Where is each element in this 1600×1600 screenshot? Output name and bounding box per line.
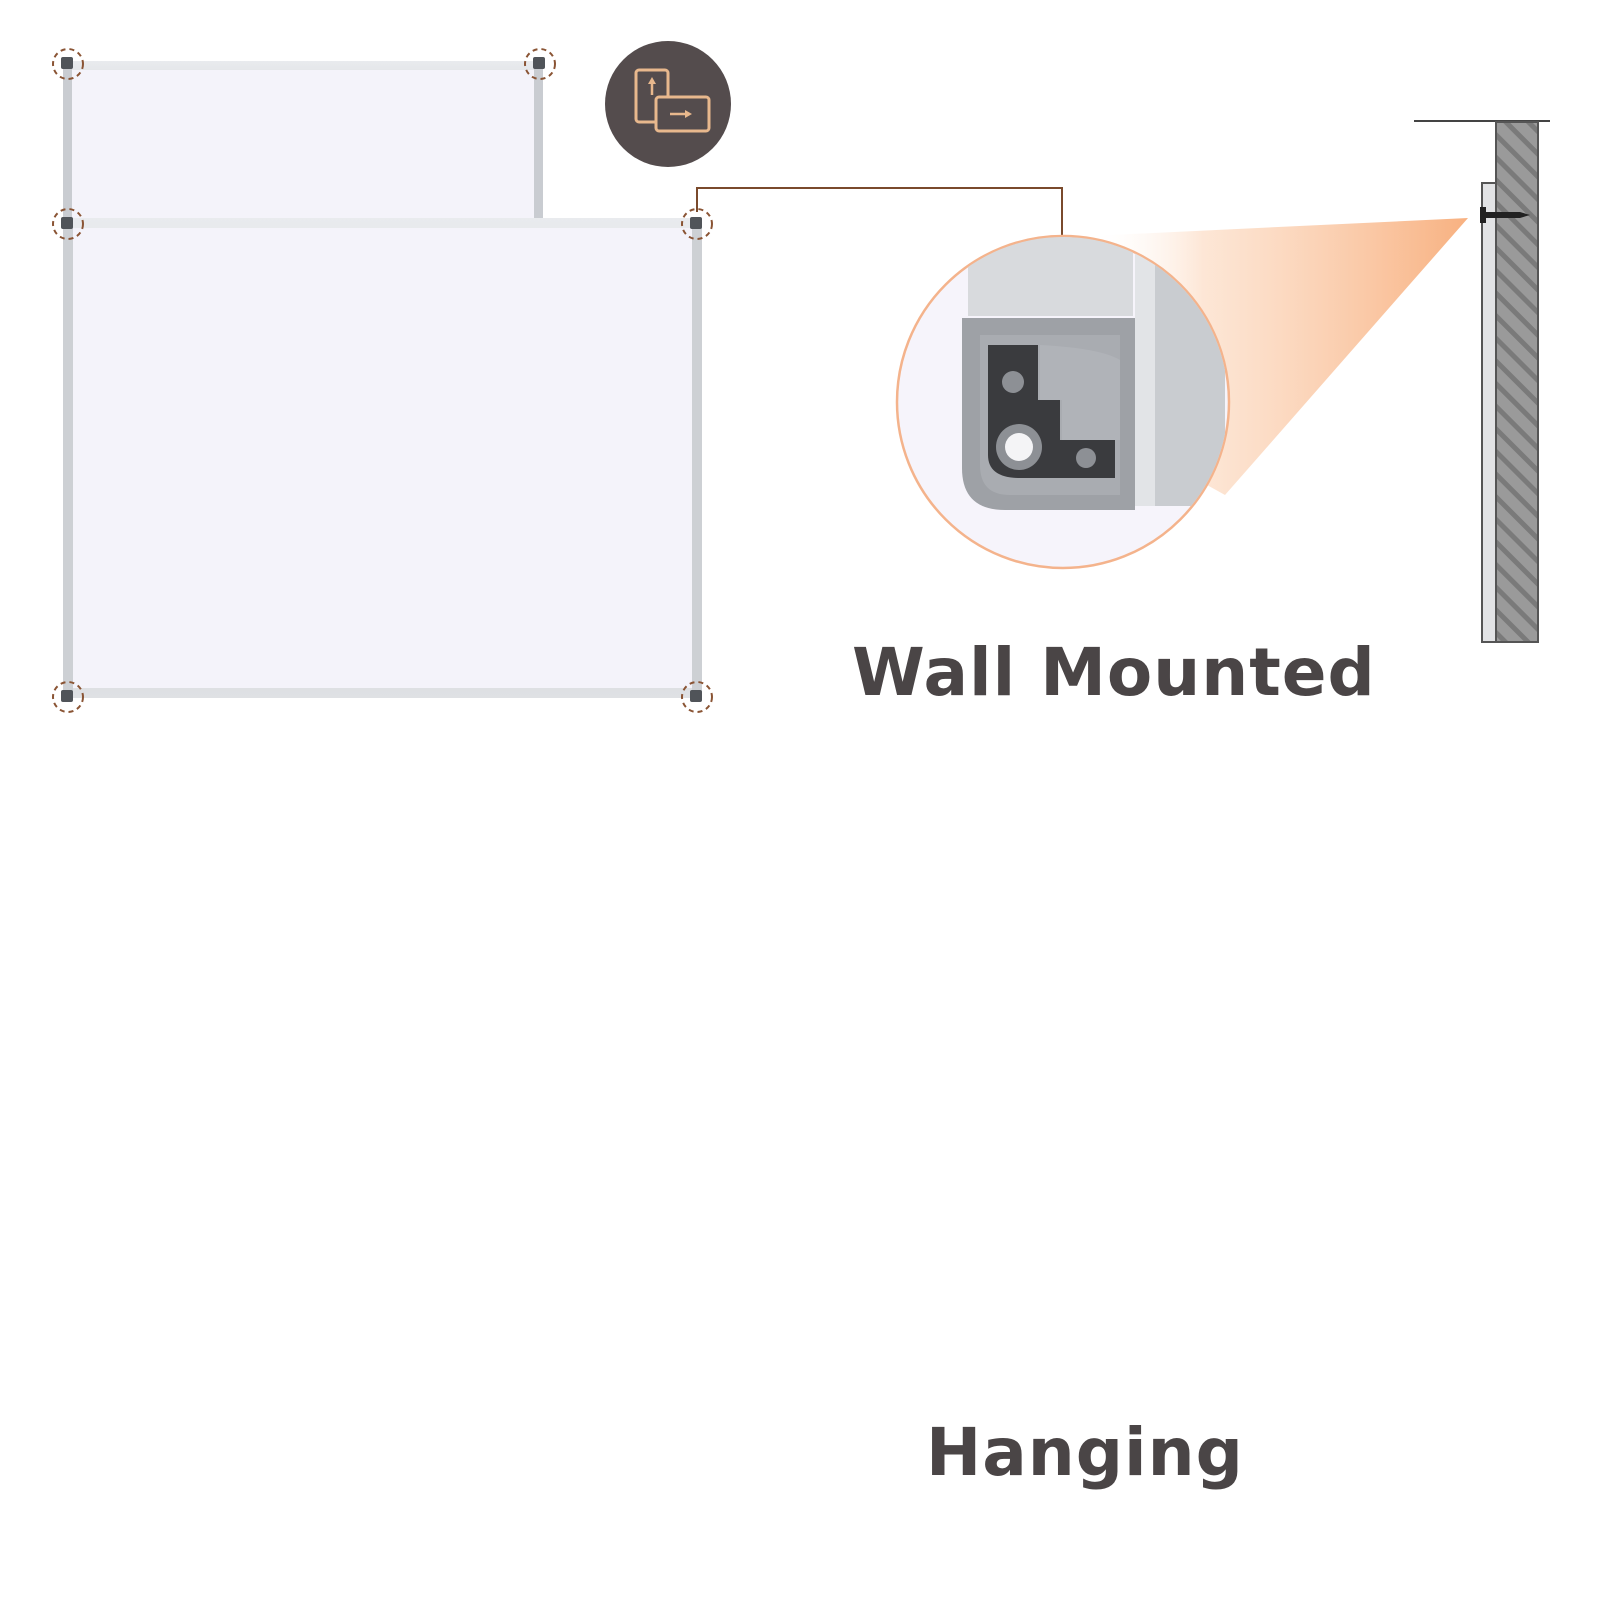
leader-line-top bbox=[696, 187, 1063, 236]
wall-profile-top bbox=[1414, 120, 1550, 643]
wall-mounted-section bbox=[52, 41, 1550, 713]
large-whiteboard bbox=[63, 218, 702, 698]
screw-icon bbox=[1480, 207, 1530, 223]
zoom-corner-detail bbox=[895, 234, 1231, 570]
rotate-orientation-icon bbox=[605, 41, 731, 167]
small-whiteboard bbox=[63, 61, 543, 226]
wall-mounted-title: Wall Mounted bbox=[852, 634, 1376, 711]
hanging-title: Hanging bbox=[926, 1414, 1244, 1491]
corner-markers-top bbox=[52, 48, 713, 713]
corner-caps-top bbox=[61, 57, 702, 702]
